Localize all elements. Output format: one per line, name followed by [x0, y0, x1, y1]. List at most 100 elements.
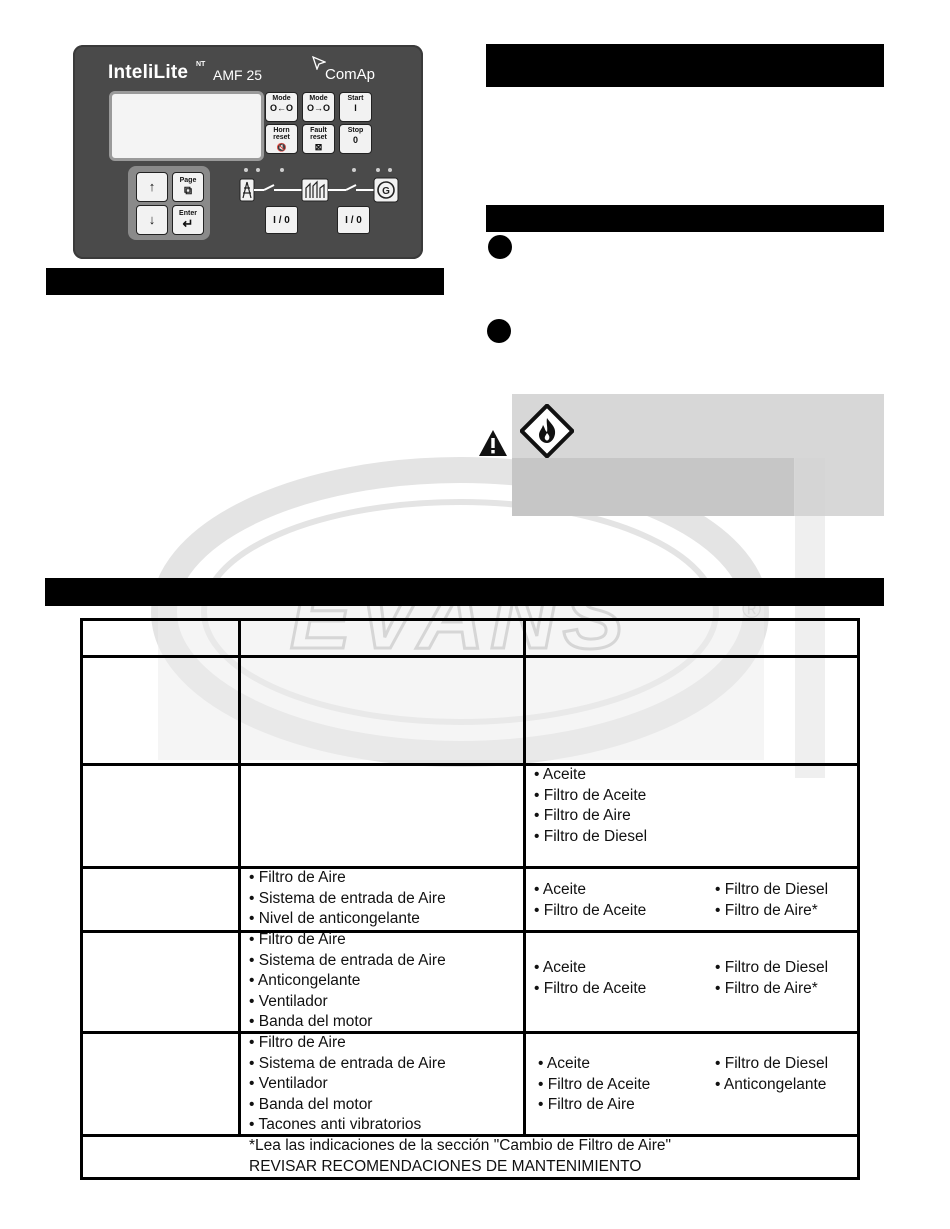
table-cell-item: • Filtro de Aceite — [534, 901, 647, 919]
status-led — [352, 168, 356, 172]
table-cell-item: • Aceite — [534, 881, 586, 898]
section-header-bar — [46, 268, 444, 295]
table-cell-item: • Filtro de Aire — [534, 807, 631, 824]
table-rule — [857, 618, 860, 1180]
table-rule — [80, 655, 860, 658]
table-cell-item: • Filtro de Diesel — [715, 1055, 829, 1072]
step-bullet — [488, 235, 512, 259]
status-led — [376, 168, 380, 172]
horn-mute-icon: 🔇 — [276, 143, 287, 152]
table-rule — [80, 618, 83, 1180]
table-rule — [80, 618, 860, 621]
table-cell-item: • Filtro de Diesel — [715, 881, 829, 898]
panel-maker: ComAp — [325, 66, 376, 83]
comap-logo-icon — [312, 56, 326, 70]
down-arrow-button[interactable]: ↓ — [136, 205, 168, 235]
generator-icon: G — [373, 177, 399, 203]
table-cell-item: • Ventilador — [249, 1075, 328, 1092]
status-led — [244, 168, 248, 172]
generator-label: G — [382, 186, 390, 197]
section-header-bar — [486, 44, 884, 87]
table-rule — [80, 866, 860, 869]
table-cell-item: • Tacones anti vibratorios — [249, 1116, 422, 1133]
step-bullet — [487, 319, 511, 343]
table-cell-item: • Sistema de entrada de Aire — [249, 1054, 446, 1072]
table-cell-item: • Filtro de Aire — [538, 1096, 635, 1113]
table-rule — [238, 618, 241, 1137]
up-arrow-button[interactable]: ↑ — [136, 172, 168, 202]
button-label: Stop — [347, 127, 364, 134]
warning-triangle-icon — [479, 430, 507, 456]
fault-reset-button[interactable]: Fault reset ⊠ — [302, 124, 335, 154]
mode-right-button[interactable]: Mode O→O — [302, 92, 335, 122]
generator-breaker-icon — [345, 184, 357, 191]
status-led — [280, 168, 284, 172]
mains-tower-icon — [239, 178, 255, 202]
table-cell-item: • Nivel de anticongelante — [249, 910, 420, 927]
table-cell-item: • Aceite — [534, 766, 586, 783]
mode-right-icon: O→O — [306, 103, 330, 113]
generator-breaker-button[interactable]: I / 0 — [337, 206, 370, 234]
stop-icon: 0 — [352, 135, 358, 145]
table-cell-item: • Filtro de Diesel — [715, 959, 829, 976]
mode-left-icon: O←O — [269, 103, 293, 113]
stop-button[interactable]: Stop 0 — [339, 124, 372, 154]
mode-left-button[interactable]: Mode O←O — [265, 92, 298, 122]
table-rule — [80, 1134, 860, 1137]
fault-reset-icon: ⊠ — [314, 142, 323, 152]
button-label: Page — [179, 176, 197, 184]
table-cell-item: • Filtro de Aceite — [534, 786, 647, 804]
table-rule — [80, 1177, 860, 1180]
panel-model: AMF 25 — [213, 67, 263, 83]
button-label: Start — [347, 95, 364, 102]
table-cell-item: • Filtro de Aire — [249, 931, 346, 948]
arrow-down-icon: ↓ — [148, 212, 156, 227]
table-cell-item: • Anticongelante — [715, 1075, 827, 1093]
section-header-bar — [486, 205, 884, 232]
table-cell-item: • Ventilador — [249, 992, 328, 1010]
button-label: Mode — [309, 95, 328, 102]
table-cell-item: • Filtro de Aceite — [534, 979, 647, 997]
table-cell-item: • Banda del motor — [249, 1095, 373, 1113]
page-icon: ⧉ — [184, 184, 192, 197]
table-rule — [80, 763, 860, 766]
table-cell-item: • Filtro de Aire* — [715, 979, 818, 997]
table-cell-item: • Banda del motor — [249, 1013, 373, 1030]
maintenance-table: • Aceite • Filtro de Aceite • Filtro de … — [80, 618, 860, 1180]
mains-breaker-icon — [263, 184, 275, 191]
table-cell-item: • Filtro de Aire* — [715, 901, 818, 919]
section-header-bar — [45, 578, 884, 606]
button-label: Enter — [179, 209, 197, 217]
table-rule — [80, 1031, 860, 1034]
table-rule — [80, 930, 860, 933]
load-icon — [301, 178, 329, 202]
table-cell-item: • Filtro de Aire — [249, 869, 346, 886]
page-button[interactable]: Page ⧉ — [172, 172, 204, 202]
mains-breaker-button[interactable]: I / 0 — [265, 206, 298, 234]
horn-reset-button[interactable]: Horn reset 🔇 — [265, 124, 298, 154]
button-label: Fault reset — [310, 127, 327, 141]
enter-icon: ↵ — [182, 215, 194, 231]
panel-brand-superscript: NT — [196, 61, 206, 68]
warning-panel-inner — [512, 458, 794, 516]
table-cell-item: • Filtro de Aire — [249, 1034, 346, 1051]
enter-button[interactable]: Enter ↵ — [172, 205, 204, 235]
table-cell-item: • Aceite — [534, 959, 586, 976]
power-flow-diagram: G — [239, 177, 399, 203]
button-label: Mode — [272, 95, 291, 102]
status-led — [388, 168, 392, 172]
table-cell-item: • Filtro de Aceite — [538, 1075, 651, 1093]
table-rule — [523, 618, 526, 1137]
status-led — [256, 168, 260, 172]
table-cell-item: • Aceite — [538, 1055, 590, 1072]
lcd-display — [109, 91, 264, 161]
table-footnote: REVISAR RECOMENDACIONES DE MANTENIMIENTO — [249, 1157, 642, 1175]
table-cell-item: • Sistema de entrada de Aire — [249, 889, 446, 907]
table-cell-item: • Sistema de entrada de Aire — [249, 951, 446, 969]
start-button[interactable]: Start I — [339, 92, 372, 122]
table-cell-item: • Anticongelante — [249, 972, 361, 989]
arrow-up-icon: ↑ — [148, 179, 156, 194]
table-footnote: *Lea las indicaciones de la sección "Cam… — [249, 1137, 671, 1154]
flammable-hazard-icon — [520, 404, 574, 458]
button-label: Horn reset — [273, 127, 290, 141]
